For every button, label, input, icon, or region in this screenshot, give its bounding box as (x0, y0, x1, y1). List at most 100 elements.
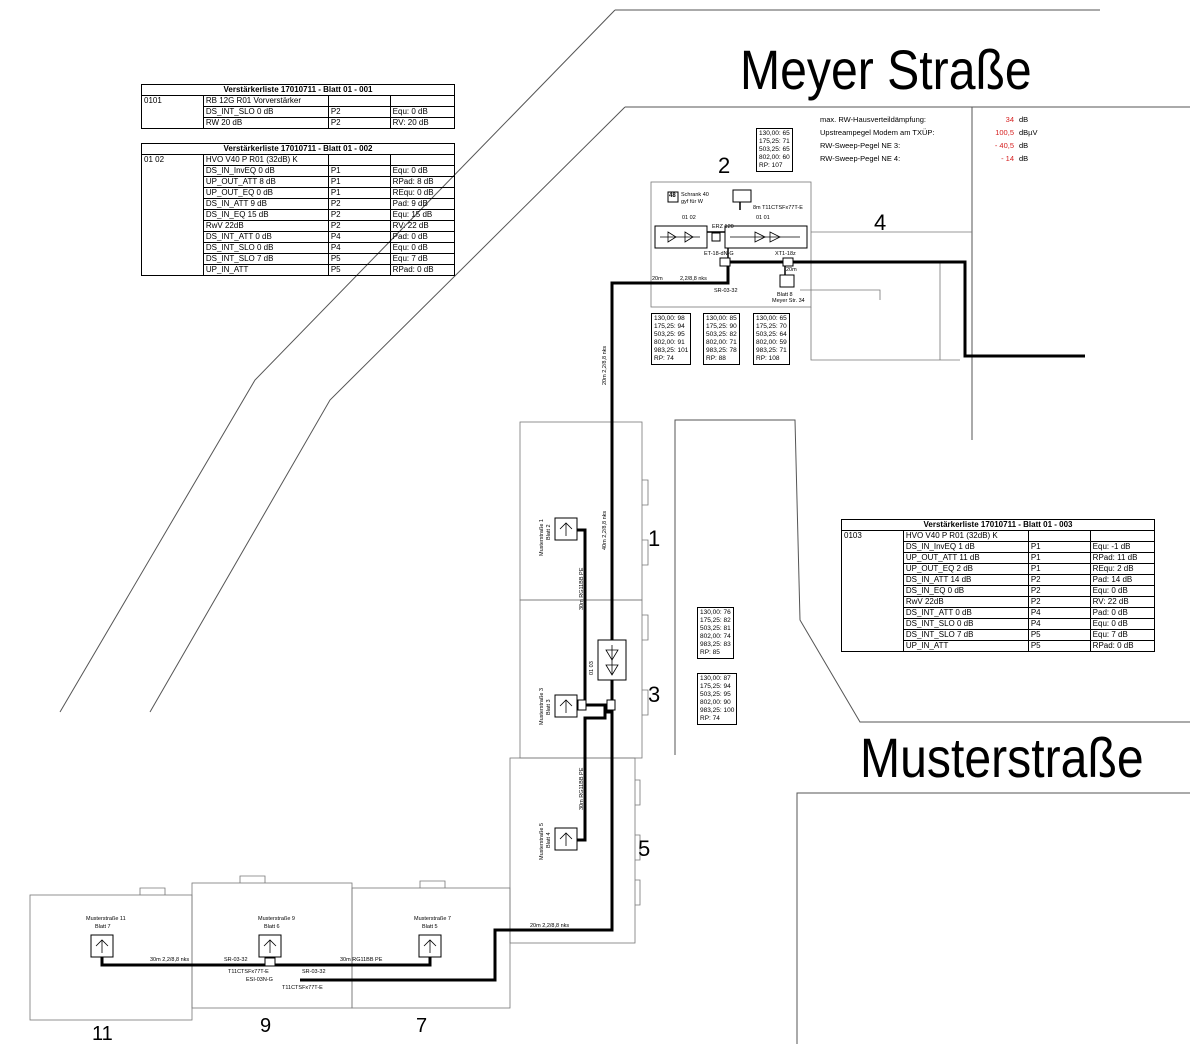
house-blatt-muster1: Blatt 2 (546, 524, 552, 540)
measure-line: 175,25: 71 (759, 138, 790, 145)
table-cell: UP_IN_ATT (902, 640, 1029, 652)
table-title-row: Verstärkerliste 17010711 - Blatt 01 - 00… (841, 519, 1155, 531)
table-cell: DS_INT_SLO 0 dB (202, 106, 329, 118)
table-cell-id (141, 231, 204, 243)
table-cell: Pad: 0 dB (1089, 607, 1156, 619)
section-number-11: 11 (92, 1023, 113, 1045)
measure-line: RP: 74 (700, 715, 720, 722)
house-label-muster5: Musterstraße 5 (539, 823, 545, 860)
house-blatt-muster9: Blatt 6 (264, 924, 280, 930)
cable-20m-label: 20m (786, 267, 797, 273)
table-cell: P4 (327, 231, 391, 243)
measure-line: 175,25: 90 (706, 323, 737, 330)
table-cell (327, 95, 391, 107)
table-cell: P1 (1027, 541, 1091, 553)
table-cell (389, 95, 456, 107)
table-cell: P2 (327, 209, 391, 221)
table-cell: UP_OUT_EQ 0 dB (202, 187, 329, 199)
table-cell: HVO V40 P R01 (32dB) K (902, 530, 1029, 542)
table-title: Verstärkerliste 17010711 - Blatt 01 - 00… (841, 519, 1155, 531)
table-cell-id (141, 117, 204, 129)
table-cell: UP_OUT_ATT 11 dB (902, 552, 1029, 564)
table-cell-id (841, 552, 904, 564)
bottom-right-cable-label: 30m RG11BB PE (340, 957, 383, 963)
table-cell-id (841, 640, 904, 652)
section-number-2: 2 (718, 153, 731, 178)
section-number-1: 1 (648, 526, 661, 551)
table-cell: P4 (327, 242, 391, 254)
table-cell-id (841, 574, 904, 586)
erz-label: ERZ 120 (712, 224, 734, 230)
measure-line: 130,00: 76 (700, 609, 731, 616)
table-cell: Equ: 0 dB (389, 242, 456, 254)
t11-label-a: T11CTSFx77T-E (228, 969, 269, 975)
measure-line: 802,00: 60 (759, 154, 790, 161)
table-cell-id (141, 220, 204, 232)
table-cell: RPad: 0 dB (389, 264, 456, 276)
house-terminals (90, 517, 578, 958)
table-cell: DS_IN_EQ 0 dB (902, 585, 1029, 597)
measure-line: 983,25: 71 (756, 347, 787, 354)
measure-line: RP: 108 (756, 355, 780, 362)
table-cell: RW 20 dB (202, 117, 329, 129)
table-cell: P1 (1027, 552, 1091, 564)
section-number-3: 3 (648, 682, 661, 707)
table-cell: Equ: 15 dB (389, 209, 456, 221)
table-cell-id (141, 165, 204, 177)
blatt8-address: Meyer Str. 34 (772, 298, 805, 304)
table-cell-id: 0101 (141, 95, 204, 107)
measure-line: RP: 85 (700, 649, 720, 656)
cable-20m-b-label: 20m (652, 276, 663, 282)
table-cell-id (141, 264, 204, 276)
table-cell: Pad: 14 dB (1089, 574, 1156, 586)
house-blatt-muster7: Blatt 5 (422, 924, 438, 930)
table-title: Verstärkerliste 17010711 - Blatt 01 - 00… (141, 143, 455, 155)
table-cell (1089, 530, 1156, 542)
house-blatt-muster3: Blatt 3 (546, 699, 552, 715)
table-cell-id (841, 618, 904, 630)
table-cell: RPad: 8 dB (389, 176, 456, 188)
table-cell: Equ: 0 dB (1089, 618, 1156, 630)
table-cell: DS_INT_ATT 0 dB (202, 231, 329, 243)
measure-line: 130,00: 87 (700, 675, 731, 682)
measure-line: 503,25: 82 (706, 331, 737, 338)
amplifier-list-002: Verstärkerliste 17010711 - Blatt 01 - 00… (141, 143, 456, 276)
vertical-cable-label-4: 30m RG11BB PE (579, 767, 585, 810)
house-label-muster9: Musterstraße 9 (258, 916, 295, 922)
table-cell-id (141, 187, 204, 199)
measure-line: 983,25: 83 (700, 641, 731, 648)
sr-top-label: SR-03-32 (714, 288, 738, 294)
table-cell: UP_OUT_EQ 2 dB (902, 563, 1029, 575)
table-cell: P2 (1027, 585, 1091, 597)
table-cell: DS_IN_ATT 14 dB (902, 574, 1029, 586)
table-cell: P2 (327, 198, 391, 210)
house-label-muster11: Musterstraße 11 (86, 916, 126, 922)
measure-line: 503,25: 95 (700, 691, 731, 698)
cable-22-label: 2,2/8,8 nks (680, 276, 707, 282)
table-cell: RPad: 11 dB (1089, 552, 1156, 564)
table-cell-id (141, 242, 204, 254)
table-cell: P4 (1027, 618, 1091, 630)
table-cell-id (841, 563, 904, 575)
table-cell: P2 (327, 220, 391, 232)
table-cell: RwV 22dB (202, 220, 329, 232)
table-cell: Equ: 0 dB (389, 165, 456, 177)
table-cell-id (141, 106, 204, 118)
table-cell: P5 (327, 264, 391, 276)
measure-line: 130,00: 65 (759, 130, 790, 137)
section-number-4: 4 (874, 210, 887, 235)
table-title-row: Verstärkerliste 17010711 - Blatt 01 - 00… (141, 84, 455, 96)
